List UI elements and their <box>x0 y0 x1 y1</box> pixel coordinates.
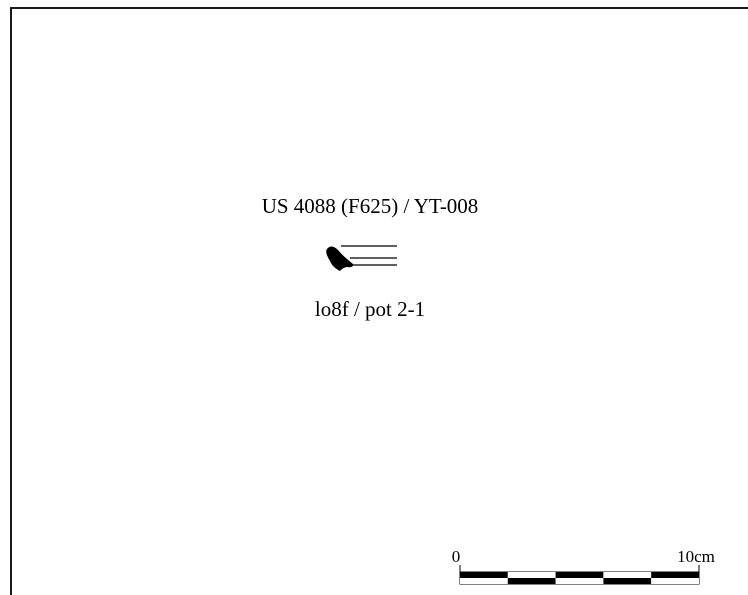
scale-segment-bottom <box>460 578 508 584</box>
frame-top-border <box>10 7 748 9</box>
scale-segment-top <box>603 572 652 578</box>
scale-start-label: 0 <box>452 547 461 566</box>
scale-bar: 0 10cm <box>452 547 715 585</box>
scale-segment-top <box>651 572 699 578</box>
drawing-caption: lo8f / pot 2-1 <box>314 297 426 321</box>
scale-segment-top <box>507 572 556 578</box>
scale-segment-top <box>555 572 604 578</box>
pot-rim-profile-drawing <box>326 245 397 271</box>
scale-segment-bottom <box>507 578 556 584</box>
scale-segment-bottom <box>651 578 699 584</box>
scale-segment-top <box>460 572 508 578</box>
scale-segment-bottom <box>555 578 604 584</box>
drawing-title: US 4088 (F625) / YT-008 <box>261 194 479 218</box>
scale-segments <box>459 571 700 585</box>
rim-sherd-section <box>326 246 354 271</box>
scale-segment-bottom <box>603 578 652 584</box>
scale-end-label: 10cm <box>677 547 715 566</box>
frame-left-border <box>10 7 12 595</box>
